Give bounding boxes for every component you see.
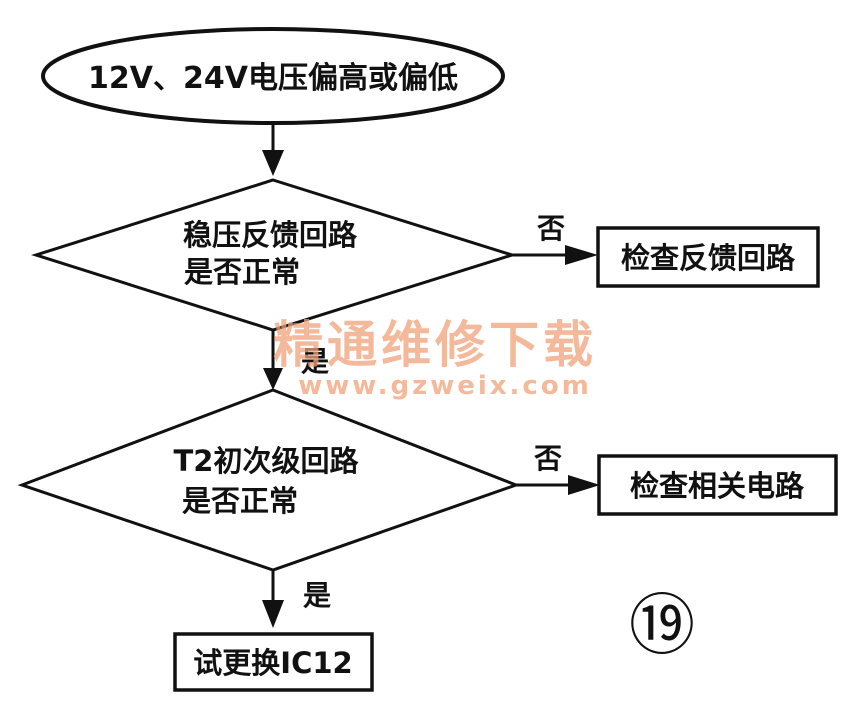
end-node xyxy=(173,632,374,692)
end-node-label: 试更换IC12 xyxy=(193,646,352,680)
decision1-line1: 稳压反馈回路 xyxy=(183,218,358,252)
decision2-line2: 是否正常 xyxy=(182,484,298,518)
arrowhead-action1 xyxy=(565,245,598,265)
action1-label: 检查反馈回路 xyxy=(621,241,796,275)
watermark-url: www.gzweix.com xyxy=(298,371,592,401)
watermark-title: 精通维修下载 xyxy=(273,316,597,374)
arrowhead-decision2 xyxy=(263,368,283,390)
arrowhead-end xyxy=(262,600,284,628)
yes-label-2: 是 xyxy=(303,579,331,612)
action2-node xyxy=(597,454,838,516)
arrowhead-action2 xyxy=(568,475,600,495)
no-label-1: 否 xyxy=(537,212,565,245)
action2-label: 检查相关电路 xyxy=(630,469,805,503)
yes-label-1: 是 xyxy=(301,345,329,378)
arrowhead-decision1 xyxy=(262,150,284,176)
decision1-line2: 是否正常 xyxy=(184,255,300,289)
start-node-label: 12V、24V电压偏高或偏低 xyxy=(88,61,458,96)
no-label-2: 否 xyxy=(534,442,562,475)
decision2-line1: T2初次级回路 xyxy=(174,444,360,478)
action1-node xyxy=(596,226,820,288)
figure-number: ⑲ xyxy=(629,587,695,664)
decision2-node xyxy=(17,388,521,572)
